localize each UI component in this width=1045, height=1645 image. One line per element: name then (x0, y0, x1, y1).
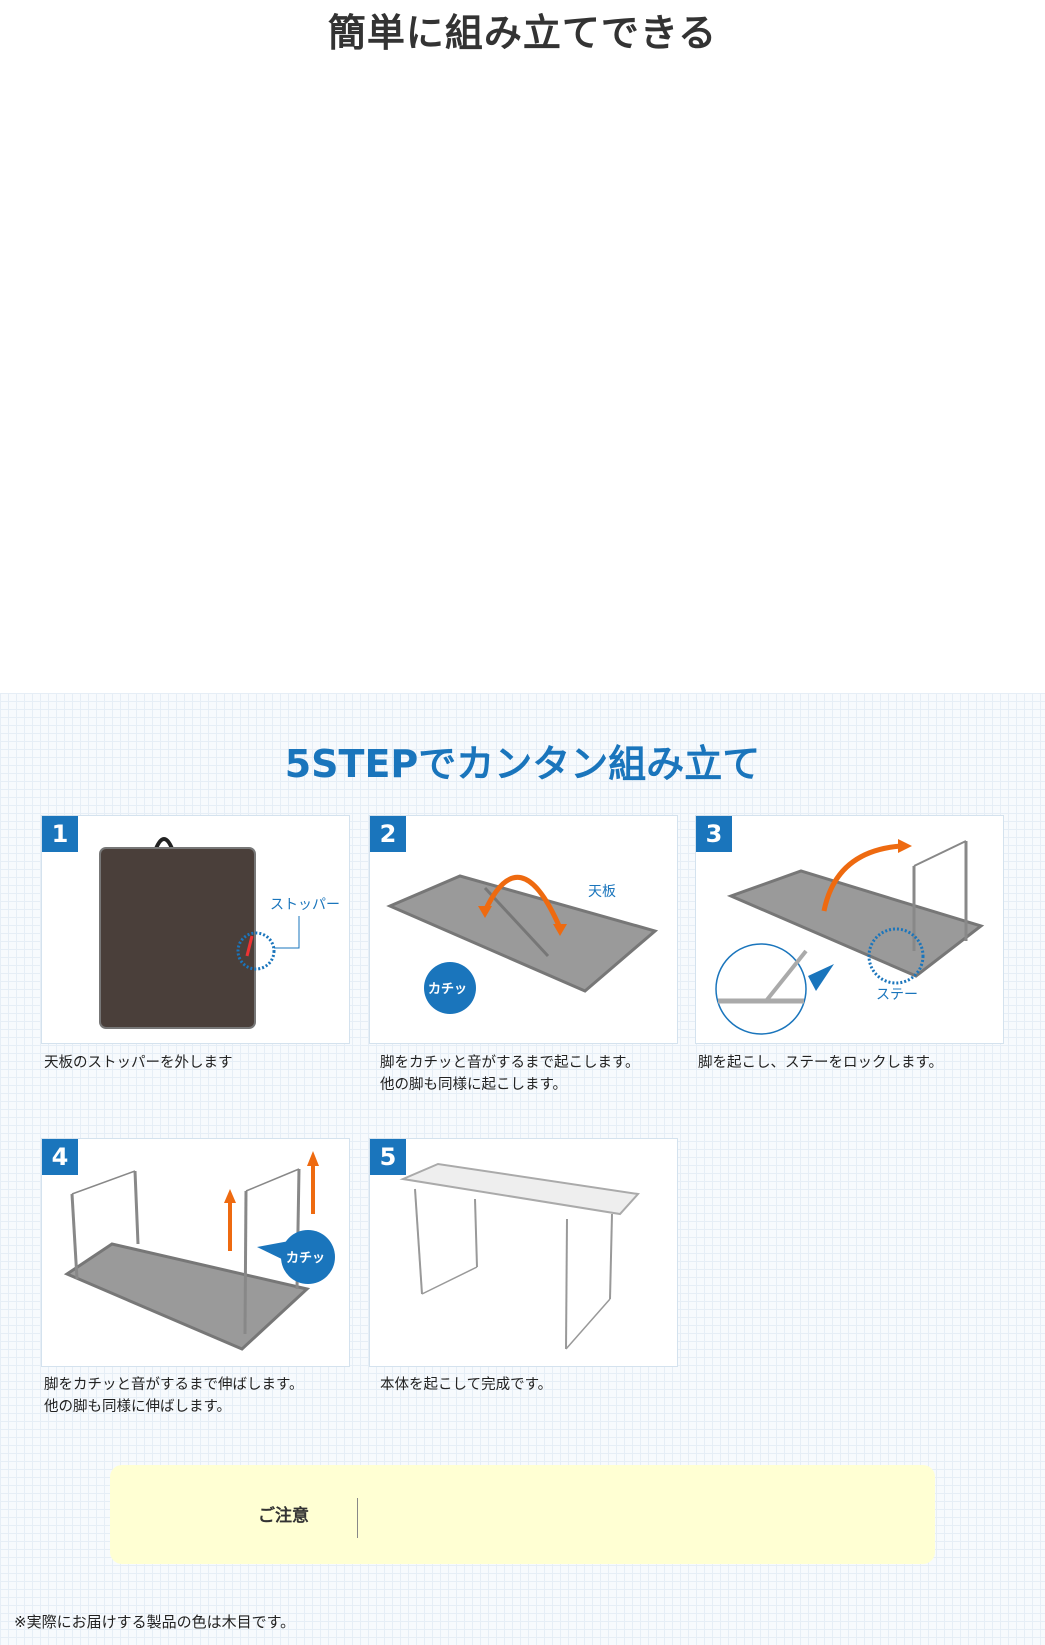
caption-line: 脚をカチッと音がするまで起こします。 (380, 1055, 640, 1071)
click-label: カチッ (286, 1251, 325, 1266)
step-number: 3 (696, 816, 732, 852)
step-2-image: 天板 カチッ 2 (369, 815, 678, 1044)
caption-line: 脚を起こし、ステーをロックします。 (698, 1055, 944, 1071)
notice-divider (357, 1498, 358, 1538)
stopper-label: ストッパー (270, 897, 340, 913)
tabletop-label: 天板 (588, 884, 616, 900)
caption-line: 本体を起こして完成です。 (380, 1377, 553, 1393)
step-1-caption: 天板のストッパーを外します (44, 1052, 364, 1074)
step-4-caption: 脚をカチッと音がするまで伸ばします。 他の脚も同様に伸ばします。 (44, 1374, 364, 1418)
step-2-caption: 脚をカチッと音がするまで起こします。 他の脚も同様に起こします。 (380, 1052, 700, 1096)
leg-stay-illustration: ステー (715, 839, 985, 1035)
step-number: 5 (370, 1139, 406, 1175)
step-5-image: 5 (369, 1138, 678, 1367)
completed-table-illustration (399, 1162, 640, 1350)
steps-title: 5STEPでカンタン組み立て (284, 742, 761, 786)
table-top-illustration: 天板 カチッ (386, 874, 659, 1014)
caption-line: 天板のストッパーを外します (44, 1055, 233, 1071)
step-3-caption: 脚を起こし、ステーをロックします。 (698, 1052, 1018, 1074)
notice-title: ご注意 (258, 1506, 309, 1526)
step-number: 1 (42, 816, 78, 852)
click-label: カチッ (428, 982, 467, 997)
page-heading: 簡単に組み立てできる (327, 11, 718, 55)
extend-legs-illustration: カチッ (63, 1151, 335, 1351)
caption-line: 他の脚も同様に伸ばします。 (44, 1399, 232, 1415)
caption-line: 他の脚も同様に起こします。 (380, 1077, 568, 1093)
step-number: 2 (370, 816, 406, 852)
caption-line: 脚をカチッと音がするまで伸ばします。 (44, 1377, 304, 1393)
step-number: 4 (42, 1139, 78, 1175)
step-3-image: ステー 3 (695, 815, 1004, 1044)
footnote: ※実際にお届けする製品の色は木目です。 (14, 1613, 296, 1631)
steps-section: 5STEPでカンタン組み立て ストッパー 1 天板のストッパーを外します 天板 … (0, 693, 1045, 1645)
step-1-image: ストッパー 1 (41, 815, 350, 1044)
notice-box: ご注意 (110, 1465, 935, 1564)
stay-label: ステー (876, 987, 918, 1003)
folded-table-illustration: ストッパー (99, 837, 340, 1029)
step-4-image: カチッ 4 (41, 1138, 350, 1367)
step-5-caption: 本体を起こして完成です。 (380, 1374, 700, 1396)
